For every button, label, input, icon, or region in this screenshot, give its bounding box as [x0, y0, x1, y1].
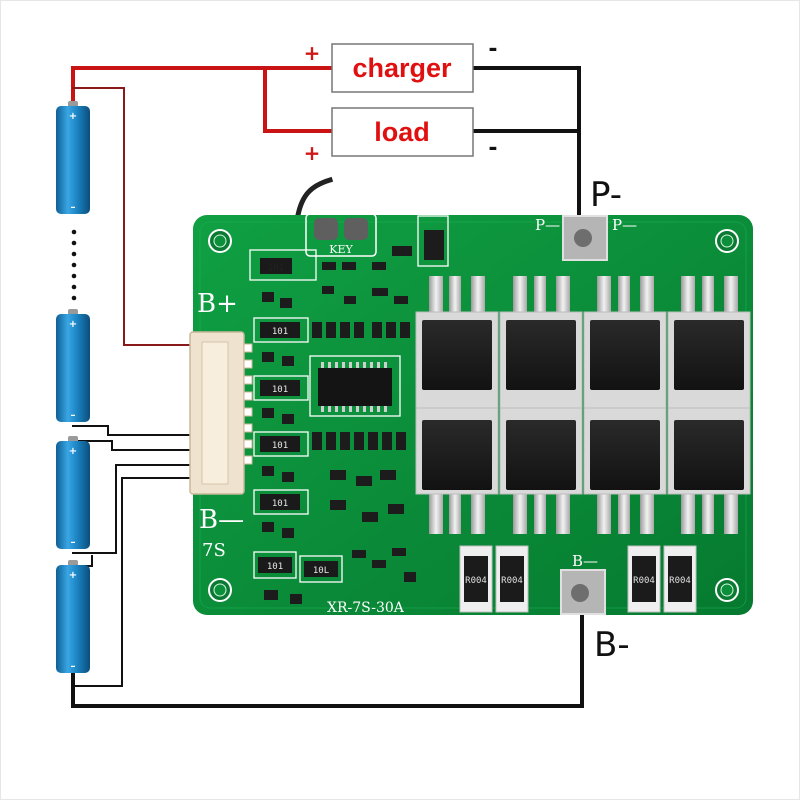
cell-4-minus: –: [71, 661, 76, 672]
b-minus-pad: B—: [560, 552, 606, 615]
model-silk: XR-7S-30A: [327, 600, 405, 616]
resistor-code-5: 101: [272, 499, 288, 509]
charger-plus-sign: +: [304, 41, 321, 65]
key-pads: KEY: [305, 213, 377, 257]
cell-1-minus: –: [71, 202, 76, 213]
shunt-1-label: R004: [465, 576, 487, 586]
shunt-4-label: R004: [669, 576, 691, 586]
black-wire-b-minus: [71, 606, 584, 708]
charger-label: charger: [352, 53, 452, 83]
charger-minus-sign: -: [488, 37, 497, 62]
charger-box: [331, 43, 474, 93]
load-plus-sign: +: [304, 141, 321, 165]
load-box: [331, 107, 474, 157]
mosfet-2: [506, 320, 576, 390]
battery-cell-2: + –: [56, 309, 90, 422]
ntc-cable: [295, 176, 334, 218]
mosfet-top-pins: [429, 276, 738, 316]
resistor-codes: 101 101 101 101 101 101 10L: [258, 258, 338, 577]
cell-3-minus: –: [71, 537, 76, 548]
wiring: [71, 66, 584, 708]
key-label: KEY: [329, 243, 353, 256]
resistor-code-7: 10L: [313, 566, 329, 576]
shunt-2-label: R004: [501, 576, 523, 586]
resistor-code-3: 101: [272, 385, 288, 395]
b-plus-silk: B+: [197, 289, 238, 319]
svg-text:101: 101: [268, 263, 284, 273]
mosfet-7: [590, 420, 660, 490]
mosfet-5: [422, 420, 492, 490]
mosfet-4: [674, 320, 744, 390]
p-pad-label-right: P—: [612, 216, 637, 234]
p-pad-label-left: P—: [535, 216, 560, 234]
b-minus-silk: B—: [199, 505, 244, 535]
mosfet-8: [674, 420, 744, 490]
charger-terminal: charger + -: [304, 37, 498, 93]
protection-ic: [318, 362, 392, 412]
cell-1-plus: +: [69, 111, 77, 122]
cell-3-plus: +: [69, 446, 77, 457]
mosfet-6: [506, 420, 576, 490]
silk-outlines: [249, 215, 449, 583]
series-silk: 7S: [202, 540, 226, 561]
resistor-code-2: 101: [272, 327, 288, 337]
red-wire-balance-bplus: [72, 87, 198, 346]
red-wire-load: [263, 66, 334, 133]
cell-2-minus: –: [71, 410, 76, 421]
cell-2-plus: +: [69, 319, 77, 330]
red-wire-battery-top: [71, 66, 334, 110]
load-terminal: load + -: [304, 107, 498, 165]
battery-cell-4: + –: [56, 560, 90, 673]
balance-connector: [189, 331, 253, 495]
smd-parts: [262, 230, 444, 604]
balance-wire-1: [72, 425, 198, 436]
balance-wire-3: [72, 464, 198, 554]
p-minus-label: P-: [590, 175, 622, 215]
cell-4-plus: +: [69, 570, 77, 581]
mosfets: [422, 320, 744, 490]
bms-board: KEY P— P— B— B+ B— 7S XR-7S-30A: [189, 213, 753, 616]
load-minus-sign: -: [488, 136, 497, 161]
p-minus-pad: P— P—: [535, 215, 637, 261]
b-pad-label: B—: [572, 552, 598, 570]
black-wire-charger-minus: [471, 66, 581, 217]
mosfet-1: [422, 320, 492, 390]
resistor-code-4: 101: [272, 441, 288, 451]
balance-wire-5: [72, 477, 198, 687]
balance-wire-2: [72, 440, 198, 451]
load-label: load: [374, 117, 430, 147]
b-minus-label: B-: [594, 625, 630, 665]
battery-cell-3: + –: [56, 436, 90, 549]
battery-cell-1: + –: [56, 101, 90, 214]
mosfet-3: [590, 320, 660, 390]
mosfet-bottom-pins: [429, 492, 738, 534]
cell-ellipsis: [71, 229, 77, 301]
resistor-code-6: 101: [267, 562, 283, 572]
shunt-resistors: R004 R004 R004 R004: [459, 545, 697, 613]
shunt-3-label: R004: [633, 576, 655, 586]
